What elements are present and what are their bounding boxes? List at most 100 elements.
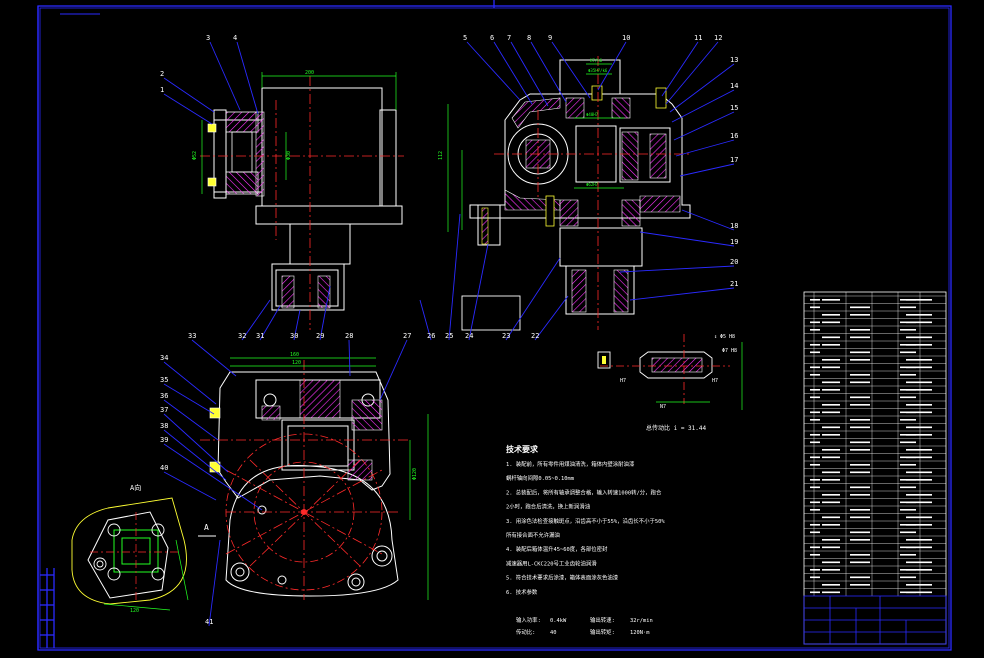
balloon-number: 14 — [730, 82, 738, 90]
balloon-number: 30 — [290, 332, 298, 340]
tech-req-line: 所有接合面不允许漏油 — [506, 531, 560, 539]
balloon-number: 8 — [527, 34, 531, 42]
leader-line — [629, 287, 735, 301]
leader-line — [209, 41, 241, 111]
balloon-number: 3 — [206, 34, 210, 42]
svg-text:160: 160 — [290, 352, 299, 358]
balloon-number: 39 — [160, 436, 168, 444]
balloon-number: 28 — [345, 332, 353, 340]
balloon-number: 23 — [502, 332, 510, 340]
svg-text:Φ40H7: Φ40H7 — [586, 112, 599, 117]
svg-text:N7: N7 — [660, 404, 666, 410]
tech-param: 32r/min — [630, 618, 653, 624]
balloon-number: 17 — [730, 156, 738, 164]
tech-req-line: 5. 符合技术要求后涂漆，箱体表面涂灰色油漆 — [506, 574, 619, 582]
leader-line — [619, 265, 735, 273]
balloon-number: 31 — [256, 332, 264, 340]
leader-line — [163, 77, 215, 113]
leader-line — [639, 231, 735, 247]
tech-req-line: 减速器用L-CKC220号工业齿轮油润滑 — [506, 559, 597, 567]
svg-text:H7: H7 — [620, 378, 626, 384]
title-block — [803, 595, 947, 645]
balloon-number: 11 — [694, 34, 702, 42]
svg-text:Φ35H7/k6: Φ35H7/k6 — [588, 68, 608, 73]
svg-text:Φ120: Φ120 — [412, 468, 418, 480]
tech-param: 0.4kW — [550, 618, 567, 624]
leader-line — [163, 399, 219, 441]
leader-line — [163, 471, 217, 501]
leader-line — [419, 299, 432, 341]
main-section-view: H7/h6 Φ35H7/k6 Φ40H7 Φ62H7 112 — [438, 56, 692, 331]
leader-line — [597, 41, 627, 91]
svg-text:Φ7 H8: Φ7 H8 — [722, 348, 737, 354]
svg-text:H7/h6: H7/h6 — [590, 58, 603, 63]
leader-line — [163, 413, 229, 473]
tech-req-line: 蜗杆轴向间隙0.05~0.10mm — [506, 474, 574, 482]
balloon-number: 41 — [205, 618, 213, 626]
svg-text:112: 112 — [438, 151, 444, 160]
tech-req-line: 3. 用涂色法检查接触斑点，沿齿高不小于55%，沿齿长不小于50% — [506, 517, 665, 525]
balloon-number: 25 — [445, 332, 453, 340]
balloon-number: 6 — [490, 34, 494, 42]
detail-view-a: 120 A向 A — [71, 483, 216, 614]
top-view: 160 120 Φ120 — [200, 352, 429, 600]
balloon-number: 22 — [531, 332, 539, 340]
leader-line — [208, 539, 221, 627]
leader-line — [679, 163, 735, 177]
side-view: 200 Φ52 Φ30 — [192, 70, 404, 330]
leader-line — [163, 383, 215, 415]
svg-text:H7: H7 — [712, 378, 718, 384]
balloon-number: 26 — [427, 332, 435, 340]
tech-param: 输出转矩: — [590, 628, 615, 636]
leader-line — [448, 213, 461, 341]
balloon-number: 15 — [730, 104, 738, 112]
leader-line — [293, 309, 301, 341]
leader-line — [661, 41, 699, 97]
balloon-number: 21 — [730, 280, 738, 288]
balloon-number: 32 — [238, 332, 246, 340]
balloon-number: 40 — [160, 464, 168, 472]
balloon-number: 29 — [316, 332, 324, 340]
leader-line — [319, 285, 331, 341]
tech-req-title: 技术要求 — [506, 444, 539, 454]
balloon-number: 12 — [714, 34, 722, 42]
tech-param: 120N·m — [630, 630, 649, 636]
tech-req-line: 4. 装配后箱体温升45~60度，各部位密封 — [506, 545, 608, 553]
tech-param: 40 — [550, 630, 557, 636]
balloon-number: 19 — [730, 238, 738, 246]
leader-line — [510, 41, 549, 107]
balloon-number: 37 — [160, 406, 168, 414]
balloon-number: 38 — [160, 422, 168, 430]
balloon-number: 36 — [160, 392, 168, 400]
leader-line — [673, 111, 735, 141]
leader-line — [681, 209, 735, 231]
svg-text:120: 120 — [130, 608, 139, 614]
balloon-number: 18 — [730, 222, 738, 230]
leader-lines — [163, 41, 735, 627]
balloon-number: 10 — [622, 34, 630, 42]
svg-text:A: A — [204, 523, 209, 532]
tech-req-line: 2小时，跑合后清洗，换上新润滑油 — [506, 503, 590, 511]
leader-line — [241, 299, 271, 341]
leader-line — [468, 243, 489, 341]
svg-text:Φ30: Φ30 — [286, 151, 292, 160]
balloon-number: 33 — [188, 332, 196, 340]
balloon-number: 5 — [463, 34, 467, 42]
leader-line — [675, 139, 735, 157]
balloon-number: 34 — [160, 354, 168, 362]
leader-line — [191, 339, 237, 377]
svg-text:200: 200 — [305, 70, 314, 76]
pulley-detail: ↕ Φ5 H8 Φ7 H8 H7 H7 N7 总传动比 i = 31.44 — [597, 334, 743, 432]
tech-param: 传动比: — [516, 628, 535, 636]
leader-line — [163, 429, 227, 481]
leader-line — [505, 257, 561, 341]
leader-line — [669, 63, 735, 113]
svg-text:Φ52: Φ52 — [192, 151, 198, 160]
leader-line — [163, 443, 263, 511]
parts-list — [803, 291, 947, 645]
leader-line — [671, 89, 735, 123]
leader-line — [236, 41, 259, 115]
tech-req-line: 2. 总装配后，将所有轴承调整合格，输入转速1000转/分，跑合 — [506, 488, 662, 496]
